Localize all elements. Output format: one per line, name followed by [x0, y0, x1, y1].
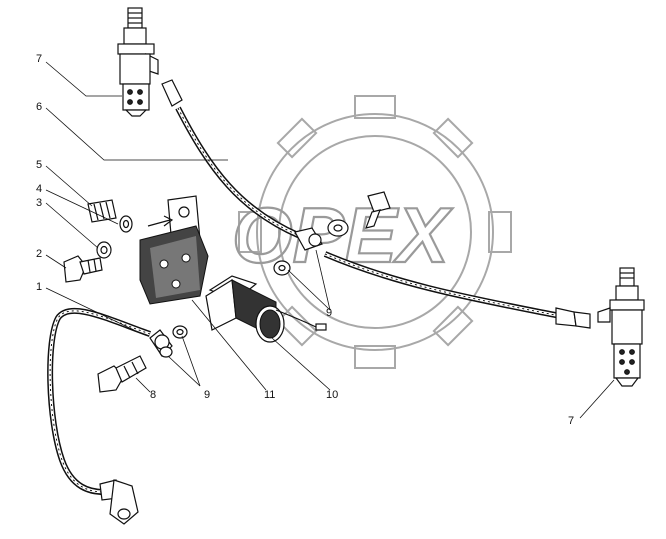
callout-11: 11: [264, 389, 275, 401]
part-5-screw: [87, 199, 117, 223]
part-7-upper-injector: [117, 7, 159, 117]
callout-9-upper: 9: [326, 307, 332, 319]
part-10-sensor: [205, 275, 327, 343]
upper-banjo-bolt: [273, 191, 391, 276]
part-4-washer: [119, 215, 133, 233]
gear-icon: [238, 95, 512, 369]
callout-4: 4: [36, 183, 42, 195]
callout-9-lower: 9: [204, 389, 210, 401]
callout-3: 3: [36, 197, 42, 209]
callout-1: 1: [36, 281, 42, 293]
callout-7-upper: 7: [36, 53, 42, 65]
part-6-upper-fuel-line: [161, 79, 591, 329]
part-8-bolt: [97, 355, 147, 393]
part-2-bolt: [63, 255, 103, 283]
callout-2: 2: [36, 248, 42, 260]
leader-lines: [45, 61, 615, 419]
callout-5: 5: [36, 159, 42, 171]
part-7-lower-injector: [597, 267, 645, 387]
part-11-mounting-bracket: [139, 195, 209, 305]
callout-7-lower: 7: [568, 415, 574, 427]
callout-6: 6: [36, 101, 42, 113]
callout-labels: 7 6 5 4 3 2 1 8 9 11 10 9 7: [36, 53, 574, 427]
part-1-lower-fuel-line: [47, 307, 173, 525]
part-9-washers: [159, 325, 188, 358]
callout-10: 10: [326, 389, 338, 401]
callout-8: 8: [150, 389, 156, 401]
part-3-washer: [96, 241, 112, 259]
